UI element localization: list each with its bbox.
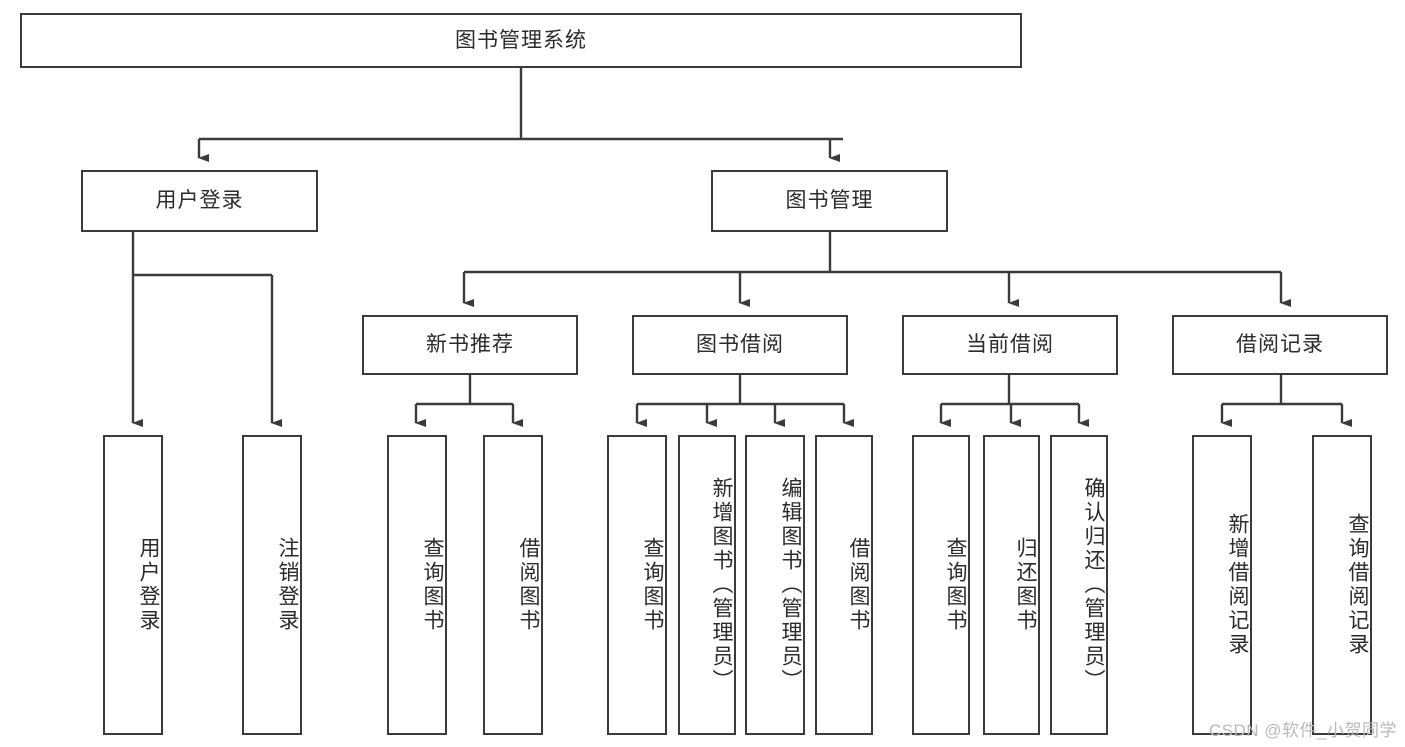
node-root[interactable]: 图书管理系统: [20, 13, 1022, 68]
node-user-login-label: 用户登录: [155, 189, 244, 213]
node-leaf-user-login-label: 用户登录: [137, 537, 160, 633]
node-user-login[interactable]: 用户登录: [81, 170, 318, 232]
node-leaf-add-book[interactable]: 新增图书（管理员）: [678, 435, 736, 735]
node-leaf-borrow-book-2-label: 借阅图书: [847, 537, 870, 633]
node-leaf-query-book-1[interactable]: 查询图书: [387, 435, 447, 735]
node-current-borrow[interactable]: 当前借阅: [902, 315, 1118, 375]
node-leaf-return-book[interactable]: 归还图书: [983, 435, 1040, 735]
node-leaf-edit-book-label: 编辑图书（管理员）: [779, 477, 802, 693]
node-leaf-query-book-3[interactable]: 查询图书: [912, 435, 970, 735]
node-leaf-add-record[interactable]: 新增借阅记录: [1192, 435, 1252, 735]
node-new-book-recommend[interactable]: 新书推荐: [362, 315, 578, 375]
node-new-book-recommend-label: 新书推荐: [426, 333, 514, 357]
node-leaf-query-book-2-label: 查询图书: [641, 537, 664, 633]
node-leaf-borrow-book-1-label: 借阅图书: [517, 537, 540, 633]
node-book-borrow-label: 图书借阅: [696, 333, 784, 357]
node-borrow-record-label: 借阅记录: [1236, 333, 1324, 357]
node-root-label: 图书管理系统: [455, 28, 587, 52]
node-leaf-query-record-label: 查询借阅记录: [1346, 513, 1369, 657]
node-leaf-confirm-return-label: 确认归还（管理员）: [1082, 477, 1105, 693]
node-leaf-user-login[interactable]: 用户登录: [103, 435, 163, 735]
node-leaf-query-book-1-label: 查询图书: [421, 537, 444, 633]
node-leaf-borrow-book-1[interactable]: 借阅图书: [483, 435, 543, 735]
node-book-manage[interactable]: 图书管理: [711, 170, 948, 232]
watermark: CSDN @软件_小贺同学: [1208, 721, 1397, 740]
node-book-manage-label: 图书管理: [785, 189, 874, 213]
node-leaf-return-book-label: 归还图书: [1014, 537, 1037, 633]
node-leaf-add-record-label: 新增借阅记录: [1226, 513, 1249, 657]
node-book-borrow[interactable]: 图书借阅: [632, 315, 848, 375]
node-leaf-confirm-return[interactable]: 确认归还（管理员）: [1050, 435, 1108, 735]
node-leaf-edit-book[interactable]: 编辑图书（管理员）: [745, 435, 805, 735]
node-leaf-logout-label: 注销登录: [276, 537, 299, 633]
node-borrow-record[interactable]: 借阅记录: [1172, 315, 1388, 375]
node-leaf-query-book-2[interactable]: 查询图书: [607, 435, 667, 735]
node-leaf-query-record[interactable]: 查询借阅记录: [1312, 435, 1372, 735]
node-leaf-borrow-book-2[interactable]: 借阅图书: [815, 435, 873, 735]
node-leaf-query-book-3-label: 查询图书: [944, 537, 967, 633]
node-leaf-add-book-label: 新增图书（管理员）: [710, 477, 733, 693]
node-current-borrow-label: 当前借阅: [966, 333, 1054, 357]
node-leaf-logout[interactable]: 注销登录: [242, 435, 302, 735]
